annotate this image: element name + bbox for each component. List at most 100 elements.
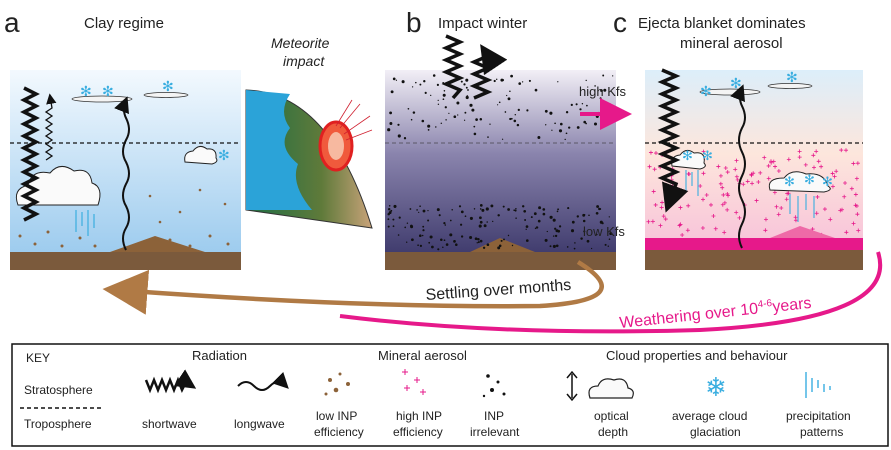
aerosol-plus: [646, 219, 651, 224]
aerosol-plus: [658, 223, 663, 228]
panel-b-sky: [385, 70, 616, 256]
aerosol-dot: [390, 90, 394, 94]
aerosol-plus: [754, 198, 759, 203]
aerosol-dot: [411, 86, 414, 88]
aerosol-plus: [701, 197, 706, 202]
aerosol-dot: [427, 129, 430, 131]
cirrus-cloud-c: [699, 88, 761, 96]
aerosol-dot: [608, 216, 610, 218]
key-cloud-props: Cloud properties and behaviour: [606, 348, 788, 363]
aerosol-dot: [409, 208, 412, 210]
aerosol-dot: [469, 103, 473, 107]
aerosol-dot: [603, 102, 605, 105]
aerosol-dot: [566, 246, 569, 248]
aerosol-plus: [701, 171, 706, 176]
aerosol-dot: [534, 88, 538, 92]
aerosol-plus: [725, 207, 730, 212]
aerosol-dot: [533, 212, 537, 216]
aerosol-dot: [490, 204, 494, 208]
aerosol-dot: [389, 111, 393, 115]
aerosol-dot: [546, 230, 548, 233]
aerosol-dot: [421, 234, 424, 237]
aerosol-dot: [510, 74, 513, 78]
key-double-arrow-icon: [566, 370, 578, 402]
key-irrelevant-icon: [482, 374, 506, 398]
aerosol-plus: [830, 171, 835, 176]
aerosol-dot: [397, 134, 401, 138]
aerosol-dot: [509, 117, 512, 121]
aerosol-dot: [401, 80, 405, 84]
aerosol-dot: [598, 207, 601, 211]
aerosol-dot: [443, 90, 446, 92]
aerosol-dot: [545, 124, 547, 126]
aerosol-dot: [431, 245, 434, 249]
aerosol-dot: [436, 208, 440, 212]
aerosol-plus: [704, 192, 709, 197]
key-glaciation-1: average cloud: [672, 409, 747, 423]
aerosol-dot: [604, 243, 607, 246]
aerosol-plus: [700, 226, 705, 231]
flat-cloud-c: [768, 171, 831, 193]
aerosol-dot: [449, 219, 452, 222]
aerosol-dot: [406, 241, 408, 243]
aerosol-dot: [403, 137, 407, 140]
aerosol-dot: [514, 113, 517, 116]
key-inp-irr-2: irrelevant: [470, 425, 520, 439]
aerosol-dot: [507, 234, 510, 237]
aerosol-dot: [410, 224, 413, 228]
aerosol-dot: [388, 205, 391, 207]
aerosol-dot: [479, 216, 482, 220]
aerosol-dot: [422, 229, 425, 232]
aerosol-dot: [549, 215, 553, 219]
aerosol-dot: [429, 235, 433, 239]
aerosol-dot: [440, 238, 443, 242]
aerosol-dot: [549, 111, 553, 115]
mountain-a: [110, 236, 205, 252]
aerosol-plus: [844, 230, 849, 235]
aerosol-dot: [497, 214, 500, 217]
aerosol-dot: [445, 243, 449, 246]
aerosol-dot: [612, 75, 614, 77]
aerosol-dot: [453, 240, 456, 243]
aerosol-plus: [776, 168, 781, 173]
ice-crystal-icon: ✻: [682, 148, 693, 163]
aerosol-plus: [763, 228, 768, 233]
aerosol-dot: [583, 214, 586, 216]
aerosol-plus: [814, 211, 819, 216]
mountain-c: [770, 226, 835, 238]
aerosol-dot: [469, 216, 473, 220]
aerosol-plus: [652, 167, 657, 172]
aerosol-dot: [551, 129, 553, 131]
key-mineral-aerosol: Mineral aerosol: [378, 348, 467, 363]
ice-crystal-icon: ✻: [80, 83, 92, 99]
aerosol-dot: [507, 97, 511, 101]
aerosol-dot: [419, 83, 422, 86]
aerosol-dot: [586, 104, 588, 107]
aerosol-plus: [851, 161, 856, 166]
aerosol-plus: [698, 183, 703, 188]
aerosol-dot: [422, 225, 425, 228]
aerosol-dot: [443, 239, 446, 242]
aerosol-plus: [854, 176, 859, 181]
aerosol-dot: [457, 114, 459, 116]
aerosol-plus: [786, 191, 791, 196]
reflected-shortwave-b: [469, 44, 508, 100]
key-low-inp-icon: [324, 372, 350, 396]
aerosol-dot: [514, 209, 517, 212]
aerosol-dot: [412, 111, 416, 114]
aerosol-dot: [608, 238, 611, 241]
aerosol-dot: [579, 108, 582, 111]
key-precip-icon: [805, 372, 831, 398]
aerosol-dot: [460, 235, 464, 238]
aerosol-dot: [518, 82, 522, 85]
aerosol-dot: [460, 80, 463, 83]
aerosol-plus: [708, 202, 713, 207]
longwave-arrow-c: [730, 84, 746, 249]
aerosol-dot: [582, 219, 586, 223]
aerosol-dot: [570, 103, 573, 107]
aerosol-dot: [407, 107, 410, 110]
ice-crystal-icon: ✻: [702, 148, 713, 163]
aerosol-dot: [557, 229, 561, 233]
aerosol-dot: [580, 237, 583, 240]
panel-a-ground: [10, 252, 241, 270]
